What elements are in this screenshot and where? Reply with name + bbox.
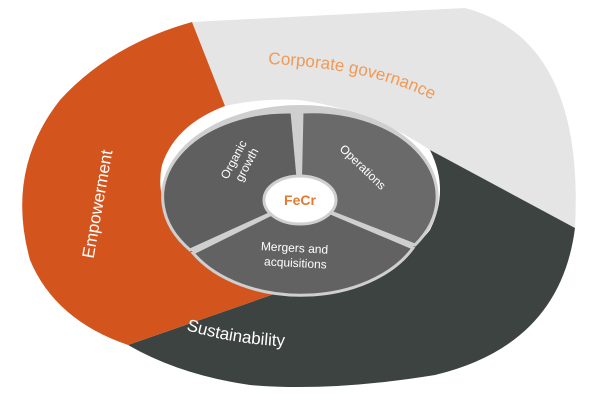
center-hub <box>262 174 338 226</box>
empowerment-segment <box>22 22 300 345</box>
operations-segment <box>298 110 439 247</box>
mergers-and-acquisitions-label: Mergers and acquisitions <box>260 239 332 272</box>
corporate-governance-segment <box>192 8 576 228</box>
mergers-and-acquisitions-segment <box>190 198 416 297</box>
center-label: FeCr <box>284 192 316 208</box>
sustainability-segment <box>128 150 575 388</box>
